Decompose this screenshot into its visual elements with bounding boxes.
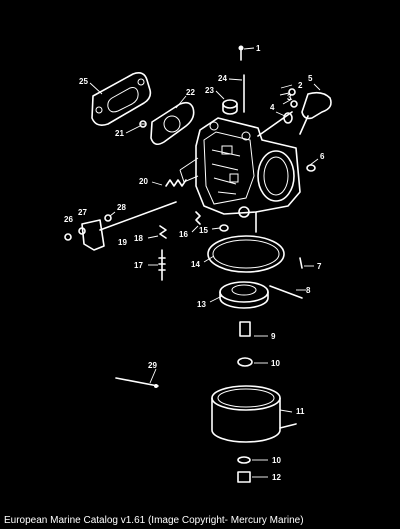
callout-19: 19 (118, 238, 127, 247)
callout-12: 12 (272, 473, 281, 482)
callout-15: 15 (199, 226, 208, 235)
part-1-pin (238, 45, 244, 61)
part-28-nut (104, 214, 112, 222)
part-3-washer (290, 100, 298, 108)
part-8-pin (269, 285, 303, 299)
callout-7: 7 (317, 262, 322, 271)
part-10-washer-lower (237, 456, 251, 464)
callout-16: 16 (179, 230, 188, 239)
part-18-spring (159, 225, 167, 239)
part-19-shaft (81, 201, 177, 251)
callout-26: 26 (64, 215, 73, 224)
callout-8: 8 (306, 286, 311, 295)
callout-11: 11 (296, 407, 305, 416)
callout-10a: 10 (271, 359, 280, 368)
part-17-needle (158, 249, 166, 281)
part-13-float (219, 281, 269, 309)
callout-5: 5 (308, 74, 313, 83)
part-20-spring (165, 179, 187, 187)
part-7-pin (299, 257, 303, 269)
callout-28: 28 (117, 203, 126, 212)
callout-23: 23 (205, 86, 214, 95)
part-16-spring (195, 211, 201, 225)
callout-14: 14 (191, 260, 200, 269)
callout-13: 13 (197, 300, 206, 309)
leader-lines (89, 47, 321, 478)
part-25-gasket (91, 72, 152, 126)
callout-29: 29 (148, 361, 157, 370)
callout-3: 3 (287, 93, 292, 102)
part-2-screw (279, 88, 296, 96)
callout-27: 27 (78, 208, 87, 217)
part-26-screw (64, 233, 72, 241)
part-5-lever (299, 91, 332, 135)
part-29-rod (115, 377, 159, 388)
part-12-screw (237, 471, 251, 483)
carburetor-exploded-diagram: 1 2 3 4 5 6 7 8 9 10 11 10 12 13 14 15 1… (64, 44, 332, 483)
callout-20: 20 (139, 177, 148, 186)
callout-18: 18 (134, 234, 143, 243)
callout-10b: 10 (272, 456, 281, 465)
callout-1: 1 (256, 44, 261, 53)
callout-9: 9 (271, 332, 276, 341)
callout-4: 4 (270, 103, 275, 112)
callouts: 1 2 3 4 5 6 7 8 9 10 11 10 12 13 14 15 1… (64, 44, 325, 482)
callout-22: 22 (186, 88, 195, 97)
part-9-jet (239, 321, 251, 337)
callout-25: 25 (79, 77, 88, 86)
callout-17: 17 (134, 261, 143, 270)
callout-2: 2 (298, 81, 303, 90)
part-15-plug (219, 224, 229, 232)
part-10-washer-upper (237, 357, 253, 367)
part-11-float-bowl (211, 385, 297, 443)
image-caption: European Marine Catalog v1.61 (Image Cop… (4, 515, 304, 526)
part-6-plug (306, 164, 316, 172)
part-21-screw (139, 120, 147, 128)
callout-24: 24 (218, 74, 227, 83)
callout-6: 6 (320, 152, 325, 161)
part-27-washer (78, 227, 86, 235)
part-4-spring (283, 112, 293, 124)
part-carburetor-body (179, 111, 301, 233)
part-22-plate (150, 101, 195, 146)
part-14-gasket (207, 235, 285, 273)
callout-21: 21 (115, 129, 124, 138)
part-23-plug (222, 99, 238, 115)
